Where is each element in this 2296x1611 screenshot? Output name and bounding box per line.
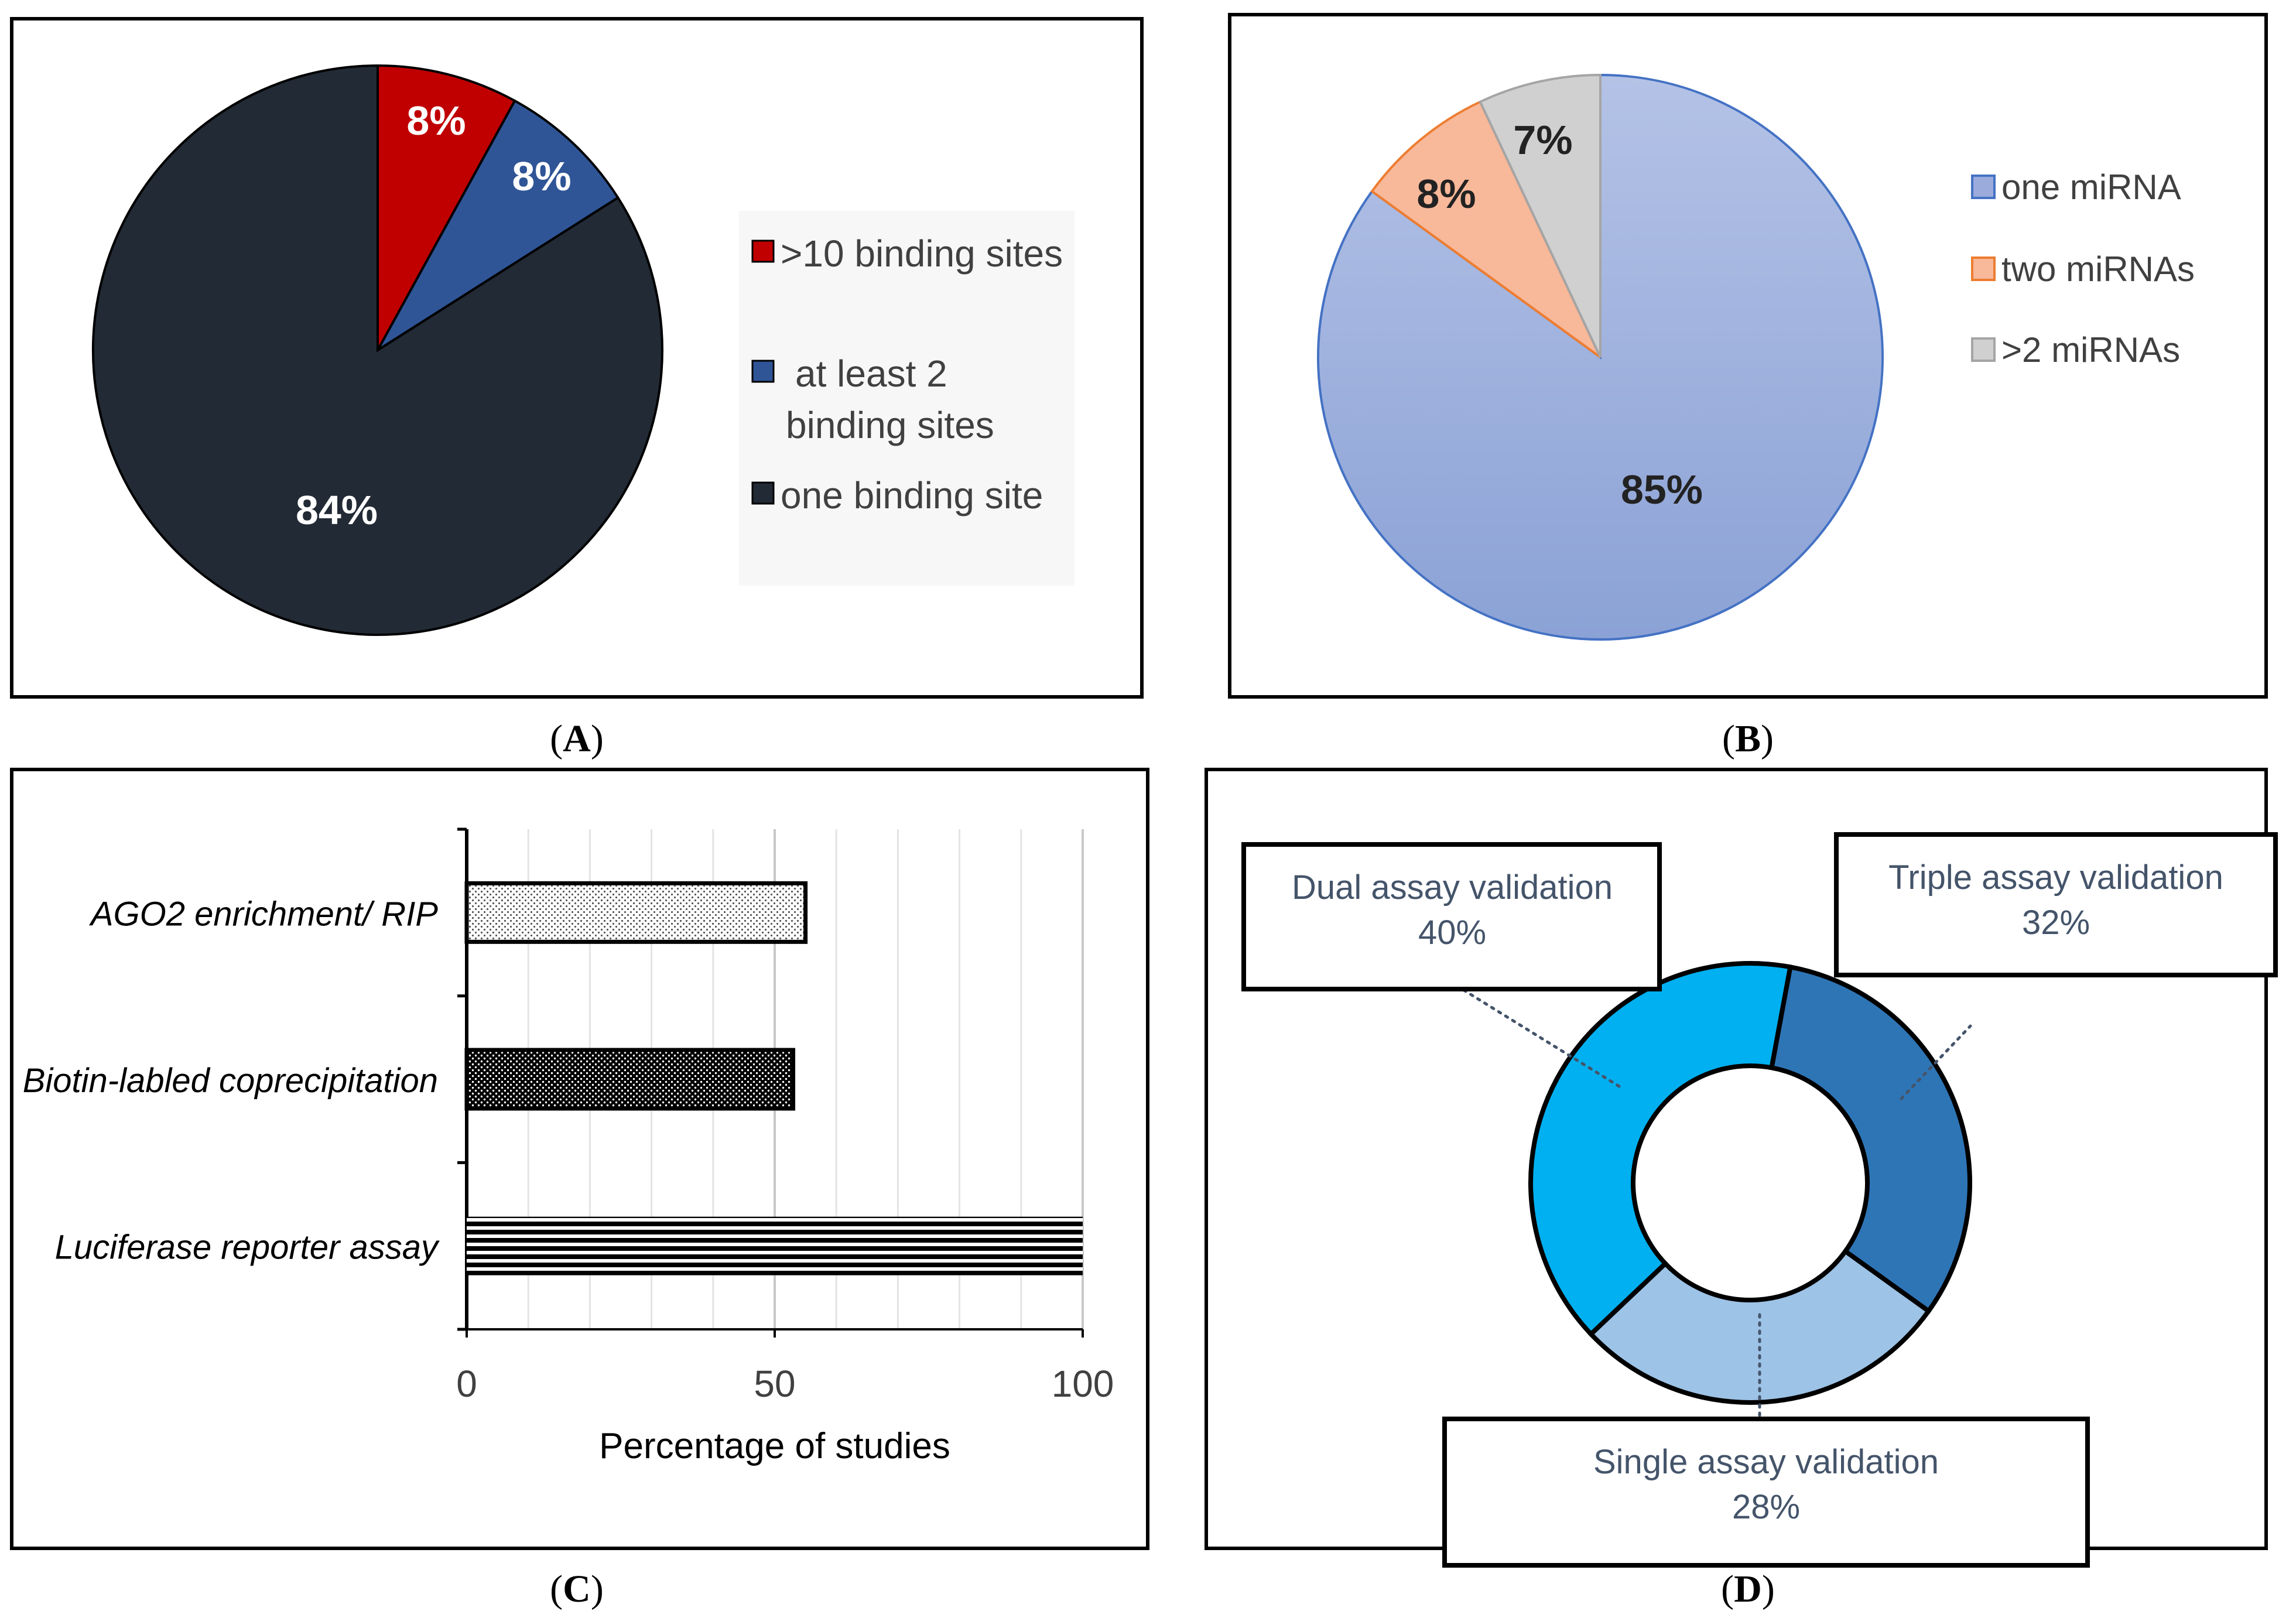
callout-label-d-0: Dual assay validation — [1292, 868, 1613, 907]
caption-d-letter: D — [1734, 1568, 1762, 1610]
pie-a-data-label-0: 8% — [406, 98, 466, 143]
panel-d-donut: Dual assay validation 40% Triple assay val… — [1241, 832, 2278, 1568]
category-label-c-0: AGO2 enrichment/ RIP — [89, 895, 438, 933]
callout-value-d-0: 40% — [1418, 914, 1486, 952]
legend-b-swatch-2 — [1971, 337, 1996, 362]
legend-b-swatch-1 — [1971, 256, 1996, 281]
bar-c-1 — [464, 1048, 796, 1111]
legend-a-label-2-0: one binding site — [781, 474, 1043, 517]
legend-b-swatch-0 — [1971, 175, 1996, 199]
pie-a-slice-0 — [377, 64, 516, 351]
x-tick-label-c-1: 50 — [754, 1363, 795, 1405]
panel-c-bar-chart: AGO2 enrichment/ RIP Biotin-labled coprec… — [23, 827, 1114, 1466]
pie-b-slice-1 — [1370, 100, 1602, 358]
leader-line-d-1 — [1900, 1024, 1972, 1100]
caption-c-letter: C — [563, 1568, 591, 1610]
legend-a-swatch-2 — [751, 481, 775, 505]
panel-b: 85% 8% 7% one miRNA two miRNAs >2 miRNAs — [1228, 13, 2268, 699]
caption-a: (A) — [550, 717, 604, 760]
panel-a-pie: 8% 8% 84% — [92, 64, 663, 636]
donut-d-slice-2 — [1587, 1248, 1932, 1405]
legend-b-label-2: >2 miRNAs — [2001, 330, 2180, 370]
legend-a-swatch-0 — [751, 240, 775, 263]
panel-a-legend: >10 binding sites at least 2 binding sites… — [751, 232, 1063, 517]
caption-a-letter: A — [563, 717, 591, 760]
callout-label-d-2: Single assay validation — [1593, 1443, 1939, 1481]
callout-value-d-1: 32% — [2022, 904, 2090, 942]
x-tick-label-c-2: 100 — [1052, 1363, 1114, 1405]
bar-c-0 — [464, 881, 808, 944]
legend-a-swatch-1 — [751, 360, 775, 383]
panel-c: AGO2 enrichment/ RIP Biotin-labled coprec… — [10, 768, 1149, 1550]
category-label-c-2: Luciferase reporter assay — [55, 1229, 440, 1267]
donut-d-slice-0 — [1528, 961, 1794, 1338]
caption-b-letter: B — [1735, 717, 1761, 760]
category-label-c-1: Biotin-labled coprecipitation — [23, 1062, 438, 1100]
pie-b-slice-2 — [1479, 73, 1602, 358]
pie-a-data-label-2: 84% — [296, 487, 378, 533]
panel-b-pie: 85% 8% 7% — [1317, 73, 1884, 641]
legend-b-label-0: one miRNA — [2001, 167, 2181, 207]
legend-a-label-1-1: binding sites — [786, 404, 994, 446]
panel-a-legend-box — [739, 211, 1075, 586]
x-tick-label-c-0: 0 — [456, 1363, 477, 1405]
callout-label-d-1: Triple assay validation — [1888, 858, 2223, 897]
callout-box-d-2 — [1442, 1417, 2090, 1568]
panel-a: 8% 8% 84% >10 binding sites at least 2 bindi… — [10, 17, 1144, 699]
callout-box-d-1 — [1834, 832, 2278, 977]
pie-a-data-label-1: 8% — [512, 153, 571, 199]
donut-d-slice-1 — [1768, 964, 1972, 1315]
caption-c: (C) — [550, 1568, 604, 1610]
caption-d: (D) — [1721, 1568, 1775, 1610]
panel-d: Dual assay validation 40% Triple assay val… — [1205, 768, 2278, 1568]
leader-line-d-0 — [1457, 986, 1621, 1088]
callout-value-d-2: 28% — [1732, 1488, 1800, 1526]
legend-a-label-0-0: >10 binding sites — [781, 232, 1063, 275]
pie-a-slice-2 — [92, 64, 663, 636]
legend-b-label-1: two miRNAs — [2001, 249, 2195, 289]
pie-b-data-label-1: 8% — [1416, 171, 1476, 217]
bar-c-2 — [467, 1216, 1083, 1275]
x-axis-title-c: Percentage of studies — [599, 1426, 950, 1466]
pie-b-data-label-0: 85% — [1621, 467, 1703, 512]
caption-b: (B) — [1722, 717, 1774, 760]
pie-a-slice-1 — [377, 99, 620, 351]
legend-a-label-1-0: at least 2 — [795, 353, 947, 395]
pie-b-data-label-2: 7% — [1513, 117, 1572, 163]
panel-b-legend: one miRNA two miRNAs >2 miRNAs — [1971, 167, 2195, 370]
callout-box-d-0 — [1241, 842, 1662, 991]
